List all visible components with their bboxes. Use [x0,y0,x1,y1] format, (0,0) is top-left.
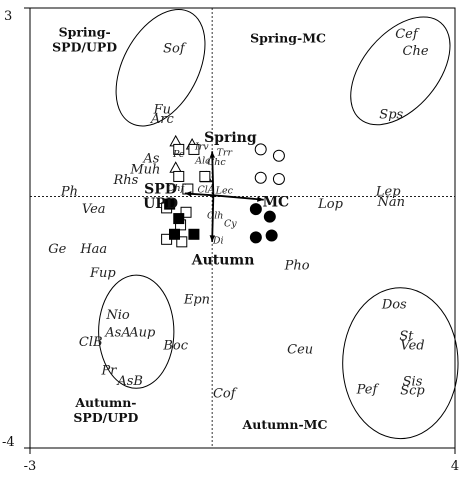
species-label-dos: Dos [381,297,407,312]
site-marker-filled-square-16 [169,228,180,240]
site-marker-filled-square-15 [173,213,185,225]
species-label-cof: Cof [213,387,238,402]
site-marker-open-triangle-2 [169,161,183,173]
axis-ticks: -3 4 3 -4 [2,7,459,474]
vector-label-spring: Spring [204,130,257,146]
species-label-clb: ClB [79,335,103,350]
species-label-epn: Epn [183,292,210,307]
species-label-trr: Trr [217,148,234,159]
species-label-arc: Arc [150,112,175,127]
site-marker-open-square-4 [173,143,185,155]
species-label-chf: Chf [167,183,185,194]
species-label-cla: ClA [197,185,214,196]
species-label-vea: Vea [82,202,106,217]
site-marker-open-circle-21 [272,172,285,185]
site-marker-open-square-6 [173,170,185,182]
species-label-irv: Irv [194,141,209,152]
site-marker-open-square-10 [180,206,192,218]
species-label-st: St [399,329,414,344]
species-label-sps: Sps [379,108,403,123]
species-label-ala: Ala [194,156,211,167]
group-labels: Spring-SPD/UPD Spring-MC Autumn-SPD/UPD Aut… [52,24,327,432]
species-label-pe: Pe [172,149,185,160]
x-tick-label-min: -3 [24,459,37,474]
group-label-spring-mc: Spring-MC [250,31,326,46]
vector-arrowhead-spd [184,191,192,197]
site-marker-open-circle-20 [254,171,267,184]
vector-line-autumn [211,195,215,242]
species-label-pr: Pr [100,363,117,378]
species-label-clh: Clh [207,210,223,221]
species-label-di: Di [212,236,224,247]
species-label-fup: Fup [89,266,116,281]
species-label-as: As [142,152,159,167]
vector-arrowhead-spring [209,151,216,158]
vector-label-autumn: Autumn [191,252,255,268]
species-label-ved: Ved [400,338,424,353]
vector-label-mc: MC [263,195,290,211]
species-label-boc: Boc [162,338,188,353]
vector-label-spd: SPD [144,181,177,197]
y-tick-label-min: -4 [2,435,15,450]
vector-arrowhead-mc [257,196,264,202]
species-label-rhs: Rhs [113,173,139,188]
species-label-ge: Ge [48,242,66,257]
site-marker-open-square-5 [188,143,200,155]
group-label-autumn-spd-upd: Autumn-SPD/UPD [73,395,138,425]
vector-arrowhead-autumn [209,235,216,242]
group-ellipse-autumn-spd-upd [98,274,175,389]
vector-label-upd: UPD [143,196,178,212]
species-label-pef: Pef [356,382,380,397]
species-label-muh: Muh [129,162,160,177]
species-label-sof: Sof [163,42,187,57]
site-marker-open-circle-19 [272,149,285,162]
species-label-cef: Cef [395,27,420,42]
species-label-ph: Ph [60,184,78,199]
species-label-lop: Lop [317,197,343,212]
species-label-nio: Nio [105,308,130,323]
vector-line-spring [211,151,215,196]
group-label-autumn-mc: Autumn-MC [242,417,328,432]
species-label-sis: Sis [403,375,423,390]
species-label-ceu: Ceu [287,343,313,358]
site-marker-filled-circle-22 [249,203,262,216]
group-ellipse-autumn-mc [342,287,459,440]
species-label-nan: Nan [377,195,406,210]
group-ellipse-spring-mc [350,16,451,126]
species-label-asa: AsA [104,326,130,341]
species-label-chc: Chc [207,157,226,168]
plot-frame [29,7,456,449]
site-marker-filled-square-14 [164,198,176,210]
x-tick-label-max: 4 [451,459,459,474]
site-markers [161,134,285,248]
species-label-lep: Lep [375,184,401,199]
site-marker-filled-square-17 [188,228,200,240]
reference-lines [30,8,455,448]
group-ellipses [98,8,459,440]
y-tick-label-max: 3 [4,9,12,24]
species-label-aup: Aup [128,326,156,341]
species-label-haa: Haa [79,242,107,257]
group-ellipse-spring-spd-upd [115,8,206,127]
site-marker-filled-circle-25 [265,229,278,242]
site-marker-open-square-7 [199,170,211,182]
site-marker-filled-circle-23 [263,210,276,223]
species-label-che: Che [403,44,429,59]
species-label-fu: Fu [153,103,171,118]
site-marker-filled-circle-24 [249,231,262,244]
species-label-scp: Scp [400,384,425,399]
site-marker-open-circle-18 [254,143,267,156]
site-marker-open-square-13 [176,236,188,248]
species-label-cy: Cy [224,219,237,230]
species-label-lec: Lec [215,185,234,196]
species-label-pho: Pho [284,258,310,273]
vector-line-mc [213,194,264,201]
species-label-asb: AsB [116,374,143,389]
group-label-spring-spd-upd: Spring-SPD/UPD [52,24,117,54]
